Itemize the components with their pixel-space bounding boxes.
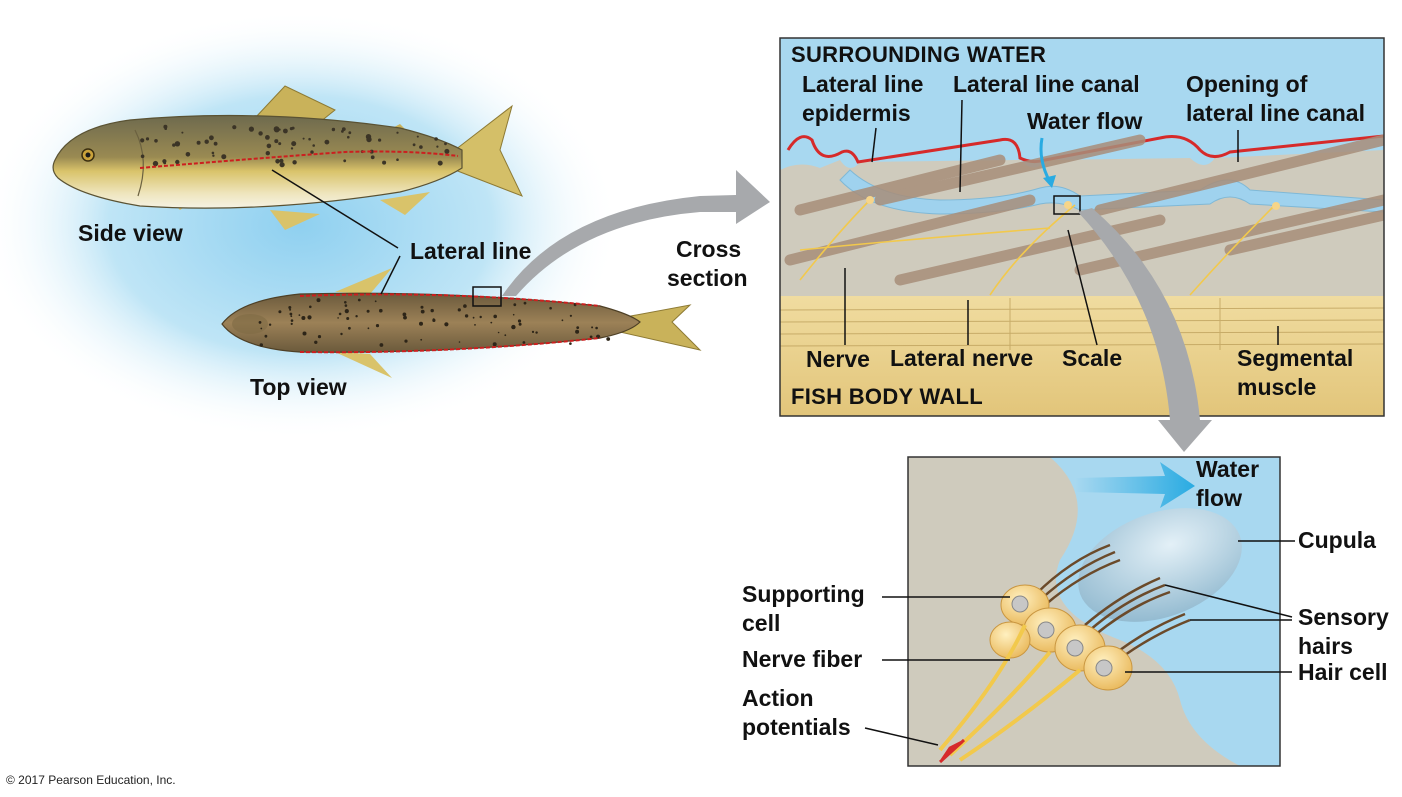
muscle-striations [780,298,1384,350]
pelvic-fin [270,210,320,230]
nerve-fiber-label: Nerve fiber [742,646,863,672]
supporting-cell-label-line2: cell [742,610,781,636]
nerve-lines [799,199,1276,296]
neuromast-leaders [864,540,1295,746]
magnified-region-box [472,286,502,307]
side-view-label: Side view [78,220,183,246]
surrounding-water-label: SURROUNDING WATER [791,42,1047,67]
cross-section-frame [779,37,1385,417]
trout-spots [140,124,450,168]
lateral-line-label: Lateral line [410,238,532,264]
sensory-hairs-label-line2: hairs [1298,633,1353,659]
action-potential-arrow [938,738,966,764]
lateral-line-epidermis-label-line1: Lateral line [802,71,924,97]
epidermis-line [786,134,1384,164]
opening-label-line1: Opening of [1186,71,1308,97]
opening-label-line2: lateral line canal [1186,100,1365,126]
top-view-trout [221,268,702,378]
water-flow-bottom-label-line1: Water [1196,456,1260,482]
lateral-line-canal-label: Lateral line canal [953,71,1140,97]
neuromast-3 [1272,202,1280,210]
top-lateral-line-upper [299,293,601,307]
trout-body [52,114,463,209]
top-trout-body [221,292,641,353]
sensory-hair-bundles [1034,543,1191,657]
copyright-notice: © 2017 Pearson Education, Inc. [6,773,176,787]
side-lateral-line [139,150,459,169]
side-view-trout [52,85,523,230]
fish-views-panel [0,10,702,440]
neuromast-panel [864,456,1295,767]
segmental-muscle-label-line2: muscle [1237,374,1317,400]
sensory-hairs-label-line1: Sensory [1298,604,1389,630]
neuromast-1 [866,196,874,204]
cross-section-label-line1: Cross [676,236,742,262]
arrow-to-neuromast [1078,208,1212,452]
top-pectoral-fin [335,268,392,294]
lateral-line-epidermis-label-line2: epidermis [802,100,911,126]
cross-section-panel [779,37,1385,417]
action-potentials-label-line1: Action [742,685,814,711]
cross-section-leaders [844,99,1279,346]
anal-fin [380,192,430,215]
neuromast-tissue [908,457,1240,766]
neuromast-2 [1064,201,1072,209]
water-flow-arrow-large [1075,462,1195,508]
segmental-muscle-label-line1: Segmental [1237,345,1354,371]
hair-and-supporting-cells [989,584,1133,691]
cross-section-label-line2: section [667,265,748,291]
top-lateral-line-lower [299,337,601,354]
scale-label: Scale [1062,345,1123,371]
water-flow-top-label: Water flow [1027,108,1143,134]
fish-body-wall-label: FISH BODY WALL [791,384,984,409]
arrow-to-cross-section [502,170,770,296]
lateral-line-leader-2 [380,255,401,295]
top-pectoral-fin-2 [335,352,392,378]
water-flow-bottom-label-line2: flow [1196,485,1242,511]
lateral-nerve-label: Lateral nerve [890,345,1034,371]
lateral-line-leader-1 [271,169,399,249]
top-trout-spots [258,298,611,347]
scales [784,134,1384,286]
action-potentials-label-line2: potentials [742,714,851,740]
segmental-muscle [780,296,1384,416]
top-view-label: Top view [250,374,347,400]
cupula-label: Cupula [1298,527,1376,553]
nerve-label: Nerve [806,346,870,372]
supporting-cell-label-line1: Supporting [742,581,865,607]
neuromast-frame [907,456,1281,767]
gill-line [134,129,144,197]
neuromast-zoom-box [1053,195,1081,215]
hair-cell-label: Hair cell [1298,659,1388,685]
